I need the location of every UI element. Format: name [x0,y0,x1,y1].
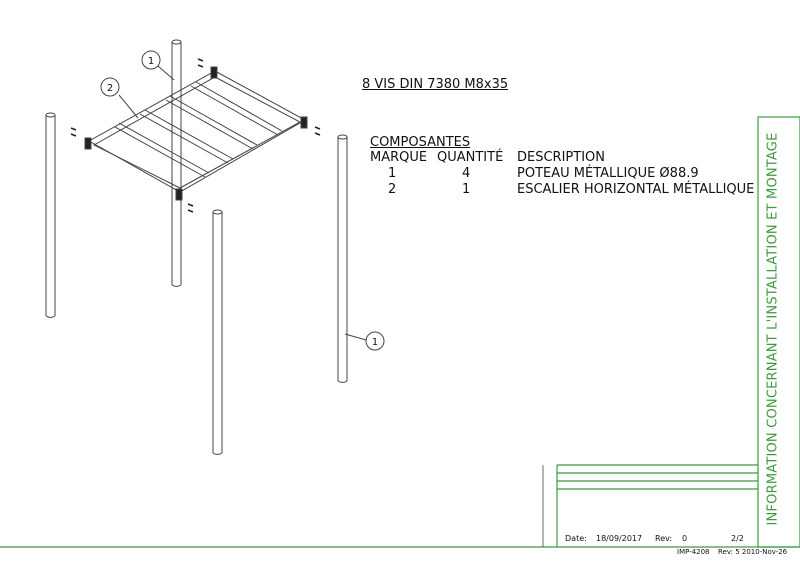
row-2-description: ESCALIER HORIZONTAL MÉTALLIQUE [517,182,755,197]
post-right [337,134,348,383]
screws-note: 8 VIS DIN 7380 M8x35 [362,77,509,92]
row-2-marque: 2 [388,182,397,197]
page-number: 2/2 [731,534,744,543]
row-1-marque: 1 [388,166,397,181]
side-title-text: INFORMATION CONCERNANT L'INSTALLATION ET… [765,132,781,526]
horizontal-ladder [84,66,308,201]
post-front [212,209,223,455]
rev-value: 0 [682,534,688,543]
callout-post-lower: 1 [372,337,378,348]
header-quantite: QUANTITÉ [437,150,504,165]
callout-post: 1 [148,56,154,67]
doc-number: IMP-4208 [677,548,710,556]
components-title: COMPOSANTES [370,135,471,150]
rev-label: Rev: [655,534,673,543]
row-1-quantite: 4 [462,166,471,181]
date-value: 18/09/2017 [596,534,643,543]
side-title: INFORMATION CONCERNANT L'INSTALLATION ET… [763,120,783,538]
callout-ladder: 2 [107,83,113,94]
row-1-description: POTEAU MÉTALLIQUE Ø88.9 [517,166,699,181]
post-left [45,112,56,318]
date-label: Date: [565,534,587,543]
bolt-marks [70,58,321,213]
header-marque: MARQUE [370,150,428,165]
doc-revision: Rev: 5 2010-Nov-26 [718,548,788,556]
row-2-quantite: 1 [462,182,471,197]
header-description: DESCRIPTION [517,150,605,165]
